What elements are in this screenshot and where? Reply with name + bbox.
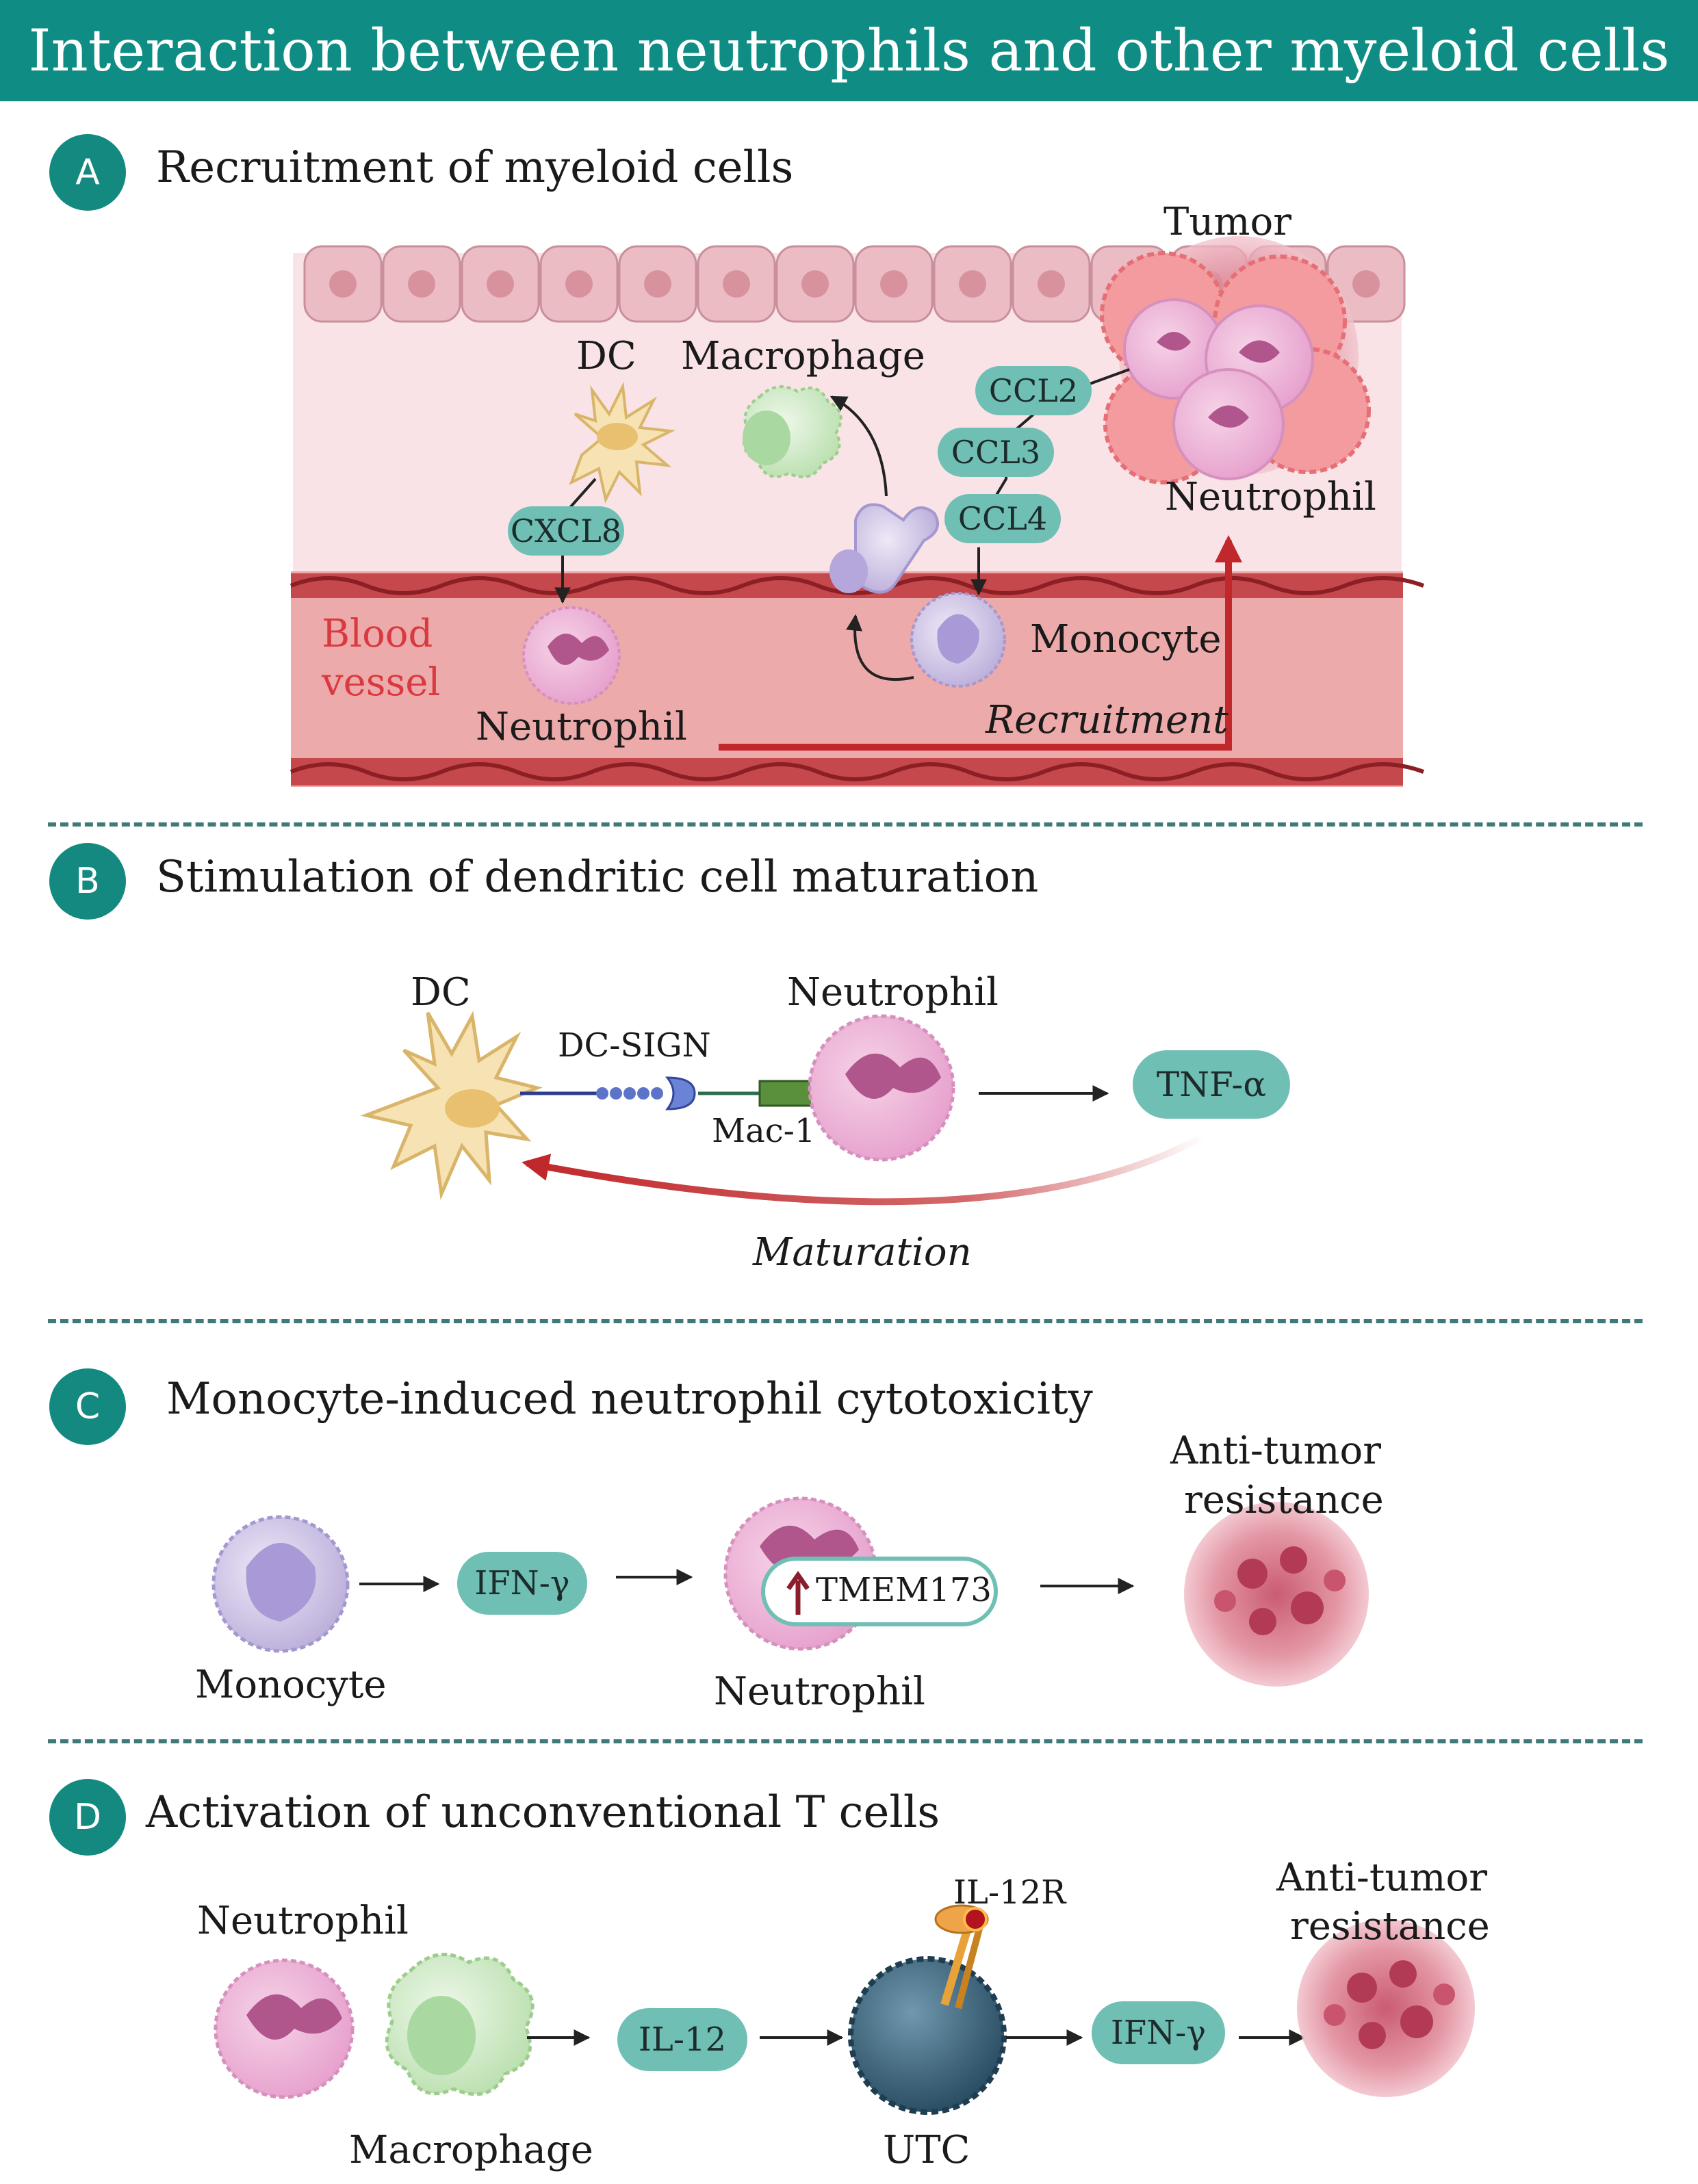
chemokine-ccl3: CCL3: [938, 428, 1054, 477]
dc-cell: [569, 382, 676, 504]
recruitment-label: Recruitment: [986, 698, 1229, 742]
maturation-arrow: [522, 1132, 1207, 1206]
neutrophil-c-label: Neutrophil: [714, 1669, 925, 1714]
anti-tumor-d-label-1: Anti-tumor: [1276, 1856, 1487, 1900]
maturation-label: Maturation: [753, 1230, 972, 1275]
section-b-illustration: [360, 1011, 1207, 1206]
vessel-endothelium-bottom: [290, 758, 1425, 785]
cytokine-il12: IL-12: [617, 2008, 747, 2071]
mac1-label: Mac-1: [712, 1112, 816, 1150]
divider-cd: [48, 1739, 1643, 1743]
section-b-badge: B: [49, 843, 126, 920]
tmem173-label: TMEM173: [816, 1571, 992, 1609]
section-a-heading: Recruitment of myeloid cells: [156, 142, 794, 193]
section-c-heading: Monocyte-induced neutrophil cytotoxicity: [166, 1374, 1093, 1425]
section-c-badge: C: [49, 1368, 126, 1445]
neutrophil-vessel-label: Neutrophil: [476, 705, 687, 749]
cytokine-ifn-gamma-d: IFN-γ: [1092, 2001, 1225, 2064]
dc-cell-b: [360, 1011, 543, 1201]
neutrophil-tumor-label: Neutrophil: [1165, 475, 1376, 519]
monocyte-c-label: Monocyte: [195, 1663, 387, 1707]
neutrophil-cell-b: [808, 1014, 955, 1162]
dc-sign-receptor: [596, 1076, 696, 1110]
cytokine-ifn-gamma-c: IFN-γ: [457, 1552, 587, 1615]
chemokine-cxcl8: CXCL8: [508, 506, 624, 556]
il12r-label: IL-12R: [953, 1873, 1066, 1912]
epithelial-cell-row: [303, 245, 1406, 323]
tumor-label: Tumor: [1163, 200, 1292, 244]
monocyte-cell: [910, 592, 1006, 688]
section-b-heading: Stimulation of dendritic cell maturation: [156, 852, 1039, 902]
utc-label: UTC: [883, 2128, 970, 2172]
blood-vessel-label-2: vessel: [322, 660, 441, 705]
anti-tumor-c-label-1: Anti-tumor: [1170, 1429, 1381, 1473]
il12r-receptor: [934, 1904, 989, 2010]
divider-ab: [48, 822, 1643, 827]
tmem173-box: [761, 1557, 998, 1626]
macrophage-d-label: Macrophage: [349, 2128, 593, 2172]
neutrophil-cell-vessel: [522, 606, 621, 705]
neutrophil-b-label: Neutrophil: [787, 970, 999, 1015]
figure-title: Interaction between neutrophils and othe…: [28, 17, 1670, 84]
recruitment-arrow: [719, 535, 1242, 751]
tumor-mass-c: [1184, 1502, 1369, 1687]
section-c-illustration: [211, 1496, 1369, 1687]
anti-tumor-d-label-2: resistance: [1290, 1904, 1490, 1949]
tumor-cluster: [1100, 236, 1371, 484]
macrophage-label: Macrophage: [681, 334, 925, 378]
dc-sign-label: DC-SIGN: [558, 1026, 711, 1065]
macrophage-cell: [743, 385, 842, 478]
line-dc-to-cxcl8: [567, 478, 597, 511]
neutrophil-d-label: Neutrophil: [197, 1899, 409, 1943]
anti-tumor-c-label-2: resistance: [1184, 1478, 1384, 1522]
macrophage-cell-d: [385, 1953, 535, 2096]
monocyte-label: Monocyte: [1030, 617, 1222, 662]
cytokine-tnf-alpha: TNF-α: [1133, 1050, 1290, 1119]
chemokine-ccl4: CCL4: [944, 494, 1061, 543]
dc-label: DC: [576, 334, 636, 378]
dc-b-label: DC: [411, 970, 471, 1015]
title-bar: [0, 0, 1698, 101]
section-d-badge: D: [49, 1779, 126, 1856]
tumor-mass-d: [1297, 1919, 1475, 2097]
migrating-monocyte: [829, 503, 939, 594]
section-a-badge: A: [49, 134, 126, 211]
section-a-illustration: [290, 236, 1425, 787]
section-d-illustration: [214, 1904, 1475, 2115]
utc-cell: [848, 1956, 1007, 2115]
monocyte-cell-c: [211, 1515, 350, 1653]
arrow-monocyte-to-migrating: [846, 614, 914, 681]
divider-bc: [48, 1319, 1643, 1323]
section-d-heading: Activation of unconventional T cells: [146, 1787, 940, 1838]
chemokine-ccl2: CCL2: [975, 366, 1092, 415]
up-arrow-icon: [786, 1570, 810, 1615]
blood-vessel: [291, 571, 1403, 787]
neutrophil-cell-d: [214, 1958, 355, 2099]
blood-vessel-label-1: Blood: [322, 612, 433, 656]
arrow-migrating-to-macrophage: [829, 395, 888, 497]
